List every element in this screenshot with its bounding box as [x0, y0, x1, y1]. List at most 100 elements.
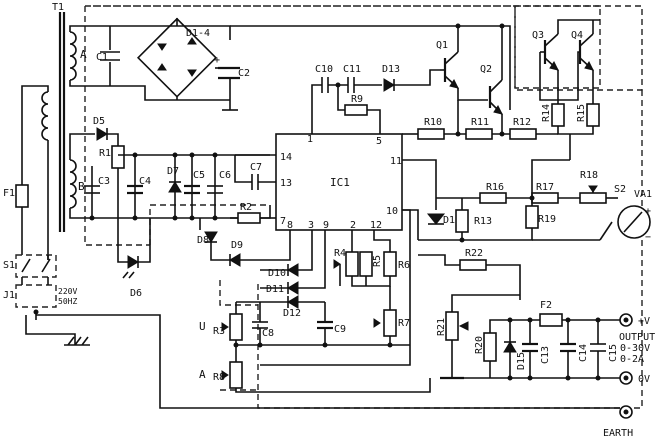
c15-label: C15 — [608, 344, 619, 362]
switch-s1 — [15, 254, 57, 278]
svg-text:13: 13 — [280, 178, 292, 189]
d7-label: D7 — [167, 166, 179, 177]
d9-label: D9 — [231, 240, 243, 251]
output-stage: R22 R21 F2 R20 D15 C13 C14 — [418, 248, 620, 381]
r13-label: R13 — [474, 216, 492, 227]
q2-label: Q2 — [480, 64, 492, 75]
fuse-f1-label: F1 — [3, 188, 15, 199]
d14-label: D14 — [443, 215, 461, 226]
svg-text:3: 3 — [308, 220, 314, 231]
c3-label: C3 — [98, 176, 110, 187]
r8-label: R8 — [213, 372, 225, 383]
r9-label: R9 — [351, 94, 363, 105]
output-terminals: +V OUTPUT 0-30V 0-2A 0V EARTH — [603, 313, 655, 439]
svg-text:8: 8 — [287, 220, 293, 231]
compensation-network: C10 C11 D13 R9 — [311, 64, 440, 134]
switch-s1-label: S1 — [3, 260, 15, 271]
r11-label: R11 — [471, 117, 489, 128]
d8-label: D8 — [197, 235, 209, 246]
r21-label: R21 — [436, 318, 447, 336]
c5-label: C5 — [193, 170, 205, 181]
fuse-f1 — [15, 184, 29, 208]
svg-text:1: 1 — [307, 134, 313, 145]
secondary-b-label: B — [78, 180, 85, 193]
transformer-label: T1 — [52, 2, 64, 13]
c14-label: C14 — [578, 344, 589, 362]
q3-label: Q3 — [532, 30, 544, 41]
bridge-label: D1-4 — [186, 28, 210, 39]
q4-label: Q4 — [571, 30, 583, 41]
va1-label: VA1 — [634, 189, 652, 200]
main-rectifier: C1 D1-4 + C2 — [69, 17, 511, 111]
current-control-label: A — [199, 368, 206, 381]
mains-frequency: 50HZ — [58, 297, 77, 306]
d12-label: D12 — [283, 308, 301, 319]
c7-label: C7 — [250, 162, 262, 173]
c8-label: C8 — [262, 328, 274, 339]
svg-text:−: − — [645, 232, 651, 243]
r1-label: R1 — [99, 148, 111, 159]
r18-label: R18 — [580, 170, 598, 181]
r7-label: R7 — [398, 318, 410, 329]
mains-voltage: 220V — [58, 287, 77, 296]
c2-label: C2 — [238, 68, 250, 79]
svg-text:+: + — [214, 55, 220, 66]
c13-label: C13 — [540, 346, 551, 364]
d11-label: D11 — [266, 284, 284, 295]
r14-label: R14 — [541, 104, 552, 122]
control-section: D8 D9 D10 D11 D12 C8 C9 — [197, 209, 431, 393]
secondary-a-label: A — [80, 48, 87, 61]
svg-text:7: 7 — [280, 216, 286, 227]
voltage-control-label: U — [199, 320, 206, 333]
ic1: IC1 14 13 7 1 5 11 10 8 3 9 2 12 — [275, 133, 403, 231]
r16-label: R16 — [486, 182, 504, 193]
bias-chain: R10 R11 R12 — [402, 100, 558, 140]
ic1-label: IC1 — [330, 176, 350, 189]
output-title: OUTPUT — [619, 332, 655, 343]
jack-j1-label: J1 — [3, 290, 15, 301]
c4-label: C4 — [139, 176, 151, 187]
r5-label: R5 — [372, 255, 383, 267]
r17-label: R17 — [536, 182, 554, 193]
r19-label: R19 — [538, 214, 556, 225]
terminal-zero-label: 0V — [638, 374, 650, 385]
svg-text:14: 14 — [280, 152, 292, 163]
d6-label: D6 — [130, 288, 142, 299]
mains-input: F1 S1 J1 220V 50HZ — [3, 184, 620, 409]
r10-label: R10 — [424, 117, 442, 128]
c11-label: C11 — [343, 64, 361, 75]
r6-label: R6 — [398, 260, 410, 271]
r20-label: R20 — [474, 336, 485, 354]
transformer-t1: T1 A B — [21, 2, 87, 260]
c1-label: C1 — [96, 52, 108, 63]
q1-label: Q1 — [436, 40, 448, 51]
ic1-body — [275, 133, 403, 231]
pass-transistors: Q1 Q2 Q3 Q4 R14 R15 — [436, 19, 600, 160]
terminal-earth-label: EARTH — [603, 428, 633, 439]
svg-text:+: + — [645, 206, 651, 217]
s2-label: S2 — [614, 184, 626, 195]
f2-label: F2 — [540, 300, 552, 311]
svg-text:10: 10 — [386, 206, 398, 217]
output-voltage-range: 0-30V — [620, 343, 650, 354]
terminal-plus-label: +V — [638, 316, 650, 327]
c9-label: C9 — [334, 324, 346, 335]
output-current-range: 0-2A — [620, 354, 644, 365]
c6-label: C6 — [219, 170, 231, 181]
r12-label: R12 — [513, 117, 531, 128]
r3-label: R3 — [213, 326, 225, 337]
d10-label: D10 — [268, 268, 286, 279]
mains-jack-j1 — [15, 284, 57, 308]
d15-label: D15 — [516, 352, 527, 370]
r2-label: R2 — [240, 202, 252, 213]
svg-text:9: 9 — [323, 220, 329, 231]
r4-label: R4 — [334, 248, 346, 259]
d5-label: D5 — [93, 116, 105, 127]
output-network: D14 R16 R17 R18 R13 R19 S2 VA1 + − — [402, 159, 652, 243]
svg-text:2: 2 — [350, 220, 356, 231]
svg-text:12: 12 — [370, 220, 382, 231]
c10-label: C10 — [315, 64, 333, 75]
d13-label: D13 — [382, 64, 400, 75]
r22-label: R22 — [465, 248, 483, 259]
